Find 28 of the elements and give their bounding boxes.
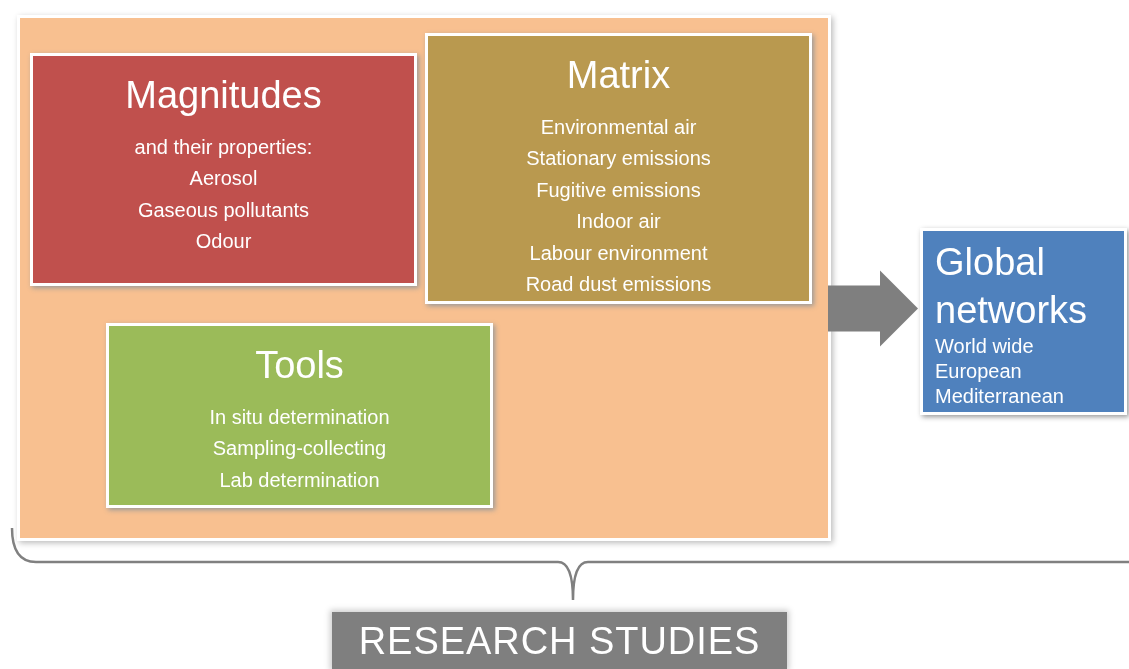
- category-box: [30, 53, 417, 286]
- category-box: [920, 228, 1127, 415]
- box-item: Lab determination: [219, 467, 380, 493]
- box-item: Gaseous pollutants: [137, 197, 310, 223]
- box-item: European: [935, 359, 1022, 384]
- box-item: Sampling-collecting: [212, 436, 387, 461]
- box-item: Odour: [195, 229, 252, 254]
- box-item: Stationary emissions: [526, 146, 711, 171]
- box-item: Mediterranean: [935, 384, 1064, 409]
- box-item: Aerosol: [189, 166, 258, 191]
- box-title: Global networks: [935, 240, 1089, 333]
- box-title: Tools: [255, 343, 344, 388]
- box-item: In situ determination: [209, 404, 390, 430]
- box-item: Fugitive emissions: [536, 177, 701, 203]
- box-item: Indoor air: [576, 209, 661, 234]
- title-banner: [332, 612, 787, 669]
- box-title: Magnitudes: [125, 73, 322, 118]
- banner-title: RESEARCH STUDIES: [358, 621, 761, 660]
- category-box: [106, 323, 493, 508]
- box-title: Matrix: [566, 53, 671, 98]
- box-item: World wide: [935, 334, 1034, 359]
- arrow: [828, 270, 918, 347]
- box-item: Environmental air: [540, 114, 697, 140]
- box-item: Labour environment: [529, 240, 708, 266]
- category-box: [425, 33, 812, 304]
- box-item: and their properties:: [134, 134, 313, 160]
- area-panel: [20, 18, 828, 538]
- box-item: Road dust emissions: [525, 272, 712, 297]
